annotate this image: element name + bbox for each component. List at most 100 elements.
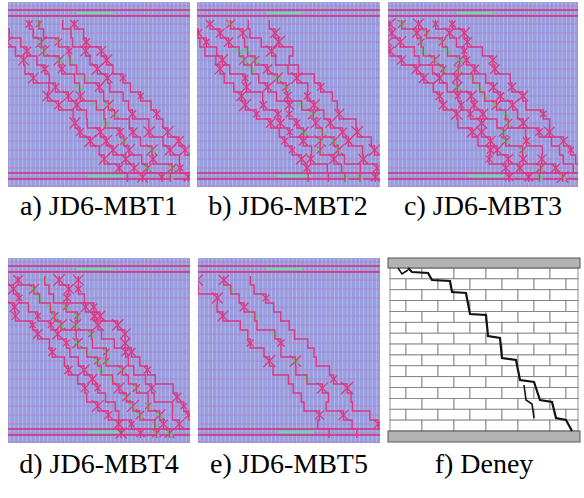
- brick: [406, 409, 438, 420]
- mortar-line: [8, 442, 190, 443]
- brick: [406, 301, 438, 312]
- brick: [518, 420, 550, 431]
- brick: [486, 398, 518, 409]
- brick: [422, 311, 454, 322]
- brick: [486, 420, 518, 431]
- support-mark: [78, 268, 113, 270]
- mortar-line: [8, 51, 190, 52]
- mortar-line: [388, 150, 578, 151]
- panel-content: [198, 258, 380, 443]
- support-mark: [78, 12, 113, 14]
- brick: [470, 388, 502, 399]
- crack-path: [78, 276, 190, 438]
- crack-branch: [524, 385, 534, 418]
- mortar-line: [388, 60, 578, 61]
- support-mark: [458, 12, 493, 14]
- support-mark: [267, 12, 302, 14]
- crack-star: [388, 47, 394, 56]
- brick: [422, 355, 454, 366]
- mortar-line: [197, 24, 380, 25]
- crack-path: [39, 20, 172, 182]
- brick: [454, 333, 486, 344]
- brick: [502, 344, 534, 355]
- brick: [422, 420, 454, 431]
- brick: [550, 311, 578, 322]
- boundary-line: [197, 178, 380, 179]
- brick: [438, 322, 470, 333]
- simulation-panel: [0, 258, 213, 443]
- support-mark: [88, 175, 123, 177]
- mortar-line: [197, 177, 380, 178]
- mortar-line: [8, 60, 190, 61]
- mortar-line: [198, 370, 380, 371]
- boundary-line: [388, 172, 578, 173]
- crack-star: [388, 18, 396, 30]
- brick: [486, 268, 518, 279]
- mortar-line: [388, 159, 578, 160]
- mortar-line: [8, 186, 190, 187]
- brick: [566, 409, 578, 420]
- mortar-line: [388, 15, 578, 16]
- mortar-line: [8, 262, 190, 263]
- mortar-line: [8, 271, 190, 272]
- brick: [486, 290, 518, 301]
- panel-content: [197, 2, 380, 187]
- mortar-line: [8, 114, 190, 115]
- support-mark: [88, 431, 123, 433]
- crack-path: [248, 20, 377, 182]
- brick: [390, 268, 422, 279]
- panel-content: [388, 2, 578, 187]
- brick: [518, 333, 550, 344]
- mortar-line: [197, 141, 380, 142]
- crack-path: [436, 20, 578, 182]
- panel-content: [8, 258, 190, 443]
- mortar-line: [198, 280, 380, 281]
- brick: [502, 301, 534, 312]
- boundary-line: [197, 172, 380, 173]
- brick: [486, 311, 518, 322]
- mortar-line: [198, 442, 380, 443]
- crack-path: [452, 20, 578, 182]
- crack-path: [8, 276, 121, 438]
- brick: [470, 344, 502, 355]
- boundary-line: [198, 434, 380, 435]
- brick: [566, 322, 578, 333]
- brick: [406, 388, 438, 399]
- simulation-panel: [0, 2, 211, 187]
- crack-branch: [398, 268, 408, 274]
- brick: [566, 344, 578, 355]
- mortar-line: [388, 177, 578, 178]
- brick: [566, 388, 578, 399]
- boundary-line: [8, 428, 190, 429]
- brick: [502, 279, 534, 290]
- brick: [486, 377, 518, 388]
- mortar-line: [8, 433, 190, 434]
- brick: [470, 366, 502, 377]
- brick: [534, 366, 566, 377]
- brick: [518, 268, 550, 279]
- boundary-line: [8, 434, 190, 435]
- mortar-line: [8, 69, 190, 70]
- brick: [438, 344, 470, 355]
- brick: [566, 366, 578, 377]
- mortar-line: [197, 159, 380, 160]
- crack-star: [388, 38, 392, 47]
- mortar-line: [8, 42, 190, 43]
- brick: [390, 398, 422, 409]
- simulation-panel: [192, 258, 387, 443]
- panel-background: [197, 2, 380, 187]
- mortar-line: [8, 105, 190, 106]
- bottom-plate: [388, 431, 580, 442]
- mortar-line: [388, 87, 578, 88]
- mortar-line: [198, 397, 380, 398]
- brick: [390, 377, 422, 388]
- crack-star: [578, 172, 579, 181]
- mortar-line: [198, 334, 380, 335]
- mortar-line: [388, 141, 578, 142]
- brick: [566, 301, 578, 312]
- brick: [390, 301, 406, 312]
- brick: [518, 311, 550, 322]
- brick: [502, 388, 534, 399]
- mortar-line: [197, 150, 380, 151]
